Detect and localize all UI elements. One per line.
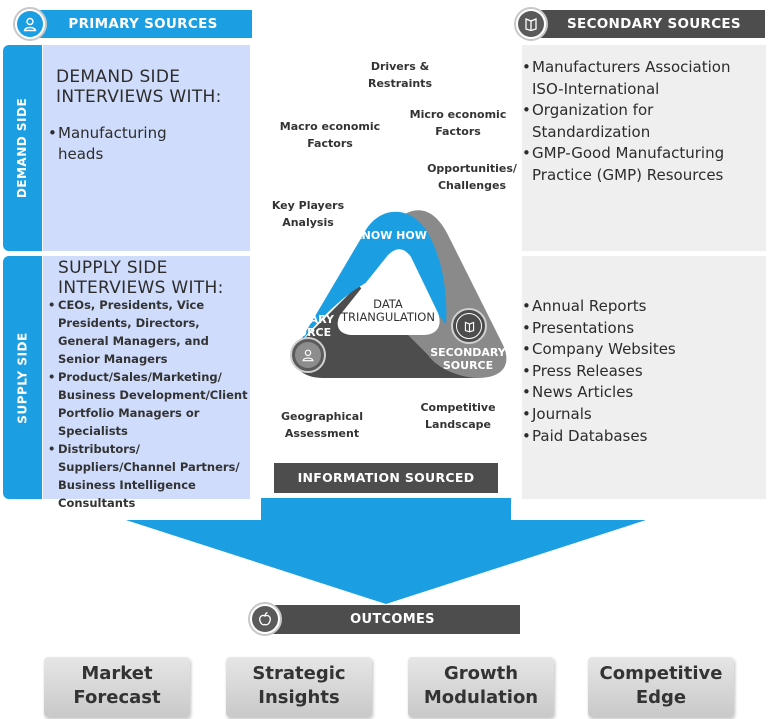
factor-drivers: Drivers & Restraints xyxy=(352,58,448,92)
primary-sources-label: PRIMARY SOURCES xyxy=(68,16,218,32)
factor-competitive: Competitive Landscape xyxy=(408,399,508,433)
supply-list: CEOs, Presidents, Vice Presidents, Direc… xyxy=(48,296,253,512)
primary-source-l1: PRIMARY xyxy=(278,313,334,326)
list-item: GMP-Good Manufacturing Practice (GMP) Re… xyxy=(522,143,760,186)
factor-key-players: Key Players Analysis xyxy=(262,197,354,231)
list-item: Organization for Standardization xyxy=(522,100,760,143)
list-item: Manufacturers Association ISO-Internatio… xyxy=(522,57,760,100)
primary-sources-header: PRIMARY SOURCES xyxy=(30,10,252,38)
triangle-secondary-book-icon xyxy=(451,308,487,344)
secondary-bottom-panel: Annual Reports Presentations Company Web… xyxy=(522,256,766,499)
demand-side-tab-label: DEMAND SIDE xyxy=(15,97,30,199)
demand-list: Manufacturing heads xyxy=(48,123,188,165)
supply-title-line1: SUPPLY SIDE xyxy=(58,258,168,278)
secondary-bottom-list: Annual Reports Presentations Company Web… xyxy=(522,296,760,447)
list-item: Presentations xyxy=(522,318,760,340)
factor-comp-l2: Landscape xyxy=(425,418,491,431)
outcome-strategic-insights: Strategic Insights xyxy=(226,657,372,717)
primary-source-label: PRIMARY SOURCE xyxy=(276,313,336,339)
primary-user-icon xyxy=(13,7,47,41)
factor-macro-l2: Factors xyxy=(307,137,353,150)
factor-micro: Micro economic Factors xyxy=(398,106,518,140)
list-item: CEOs, Presidents, Vice Presidents, Direc… xyxy=(48,296,253,368)
supply-title-line2: INTERVIEWS WITH: xyxy=(58,278,224,298)
information-sourced-label: INFORMATION SOURCED xyxy=(297,470,475,485)
secondary-top-list: Manufacturers Association ISO-Internatio… xyxy=(522,57,760,187)
factor-geo-l1: Geographical xyxy=(281,410,363,423)
outcome-l1: Growth xyxy=(443,663,519,684)
factor-micro-l1: Micro economic xyxy=(409,108,507,121)
factor-drivers-l1: Drivers & xyxy=(370,60,430,73)
list-item: Press Releases xyxy=(522,361,760,383)
secondary-source-label: SECONDARY SOURCE xyxy=(424,346,512,372)
list-item: Distributors/ Suppliers/Channel Partners… xyxy=(48,440,253,512)
list-item: Journals xyxy=(522,404,760,426)
factor-micro-l2: Factors xyxy=(435,125,481,138)
center-l1: DATA xyxy=(373,297,403,311)
list-item: Paid Databases xyxy=(522,426,760,448)
factor-macro-l1: Macro economic xyxy=(279,120,381,133)
outcome-l2: Insights xyxy=(258,687,340,708)
factor-comp-l1: Competitive xyxy=(420,401,496,414)
triangle-primary-user-icon xyxy=(290,337,326,373)
outcome-l1: Strategic xyxy=(252,663,346,684)
outcome-l1: Competitive xyxy=(599,663,723,684)
list-item: Company Websites xyxy=(522,339,760,361)
factor-key-l1: Key Players xyxy=(271,199,345,212)
outcome-l2: Edge xyxy=(635,687,687,708)
center-l2: TRIANGULATION xyxy=(341,310,435,324)
outcome-l2: Forecast xyxy=(73,687,161,708)
list-item: Product/Sales/Marketing/ Business Develo… xyxy=(48,368,253,440)
demand-side-panel: DEMAND SIDE INTERVIEWS WITH: Manufacturi… xyxy=(43,45,250,251)
demand-title-line2: INTERVIEWS WITH: xyxy=(56,87,222,107)
secondary-sources-label: SECONDARY SOURCES xyxy=(567,16,741,32)
outcome-l1: Market xyxy=(81,663,153,684)
demand-side-tab: DEMAND SIDE xyxy=(3,45,42,251)
data-triangulation-core xyxy=(337,249,440,335)
list-item: Annual Reports xyxy=(522,296,760,318)
outcomes-apple-icon xyxy=(248,602,282,636)
outcome-growth-modulation: Growth Modulation xyxy=(408,657,554,717)
data-triangulation-label: DATA TRIANGULATION xyxy=(336,298,440,324)
outcome-l2: Modulation xyxy=(423,687,539,708)
list-item: Manufacturing heads xyxy=(48,123,188,165)
factor-opp-l2: Challenges xyxy=(437,179,507,192)
factor-geo-l2: Assessment xyxy=(284,427,360,440)
secondary-sources-header: SECONDARY SOURCES xyxy=(531,10,765,38)
supply-side-panel: SUPPLY SIDE INTERVIEWS WITH: CEOs, Presi… xyxy=(43,256,250,510)
funnel-arrow xyxy=(126,498,646,604)
secondary-source-l2: SOURCE xyxy=(442,359,494,372)
secondary-top-panel: Manufacturers Association ISO-Internatio… xyxy=(522,45,766,251)
secondary-book-icon xyxy=(514,7,548,41)
outcomes-header: OUTCOMES xyxy=(265,605,520,634)
demand-title-line1: DEMAND SIDE xyxy=(56,67,181,87)
factor-drivers-l2: Restraints xyxy=(368,77,432,90)
know-how-label: KNOW HOW xyxy=(353,229,427,242)
factor-macro: Macro economic Factors xyxy=(268,118,392,152)
list-item: News Articles xyxy=(522,382,760,404)
factor-opportunities: Opportunities/ Challenges xyxy=(422,160,522,194)
information-sourced-bar: INFORMATION SOURCED xyxy=(274,463,498,493)
supply-side-tab: SUPPLY SIDE xyxy=(3,256,42,499)
secondary-source-l1: SECONDARY xyxy=(430,346,506,359)
supply-side-tab-label: SUPPLY SIDE xyxy=(15,331,30,424)
outcomes-label: OUTCOMES xyxy=(350,612,435,627)
factor-geographical: Geographical Assessment xyxy=(268,408,376,442)
outcome-market-forecast: Market Forecast xyxy=(44,657,190,717)
factor-key-l2: Analysis xyxy=(282,216,334,229)
primary-source-l2: SOURCE xyxy=(280,326,332,339)
outcome-competitive-edge: Competitive Edge xyxy=(588,657,734,717)
factor-opp-l1: Opportunities/ xyxy=(427,162,517,175)
